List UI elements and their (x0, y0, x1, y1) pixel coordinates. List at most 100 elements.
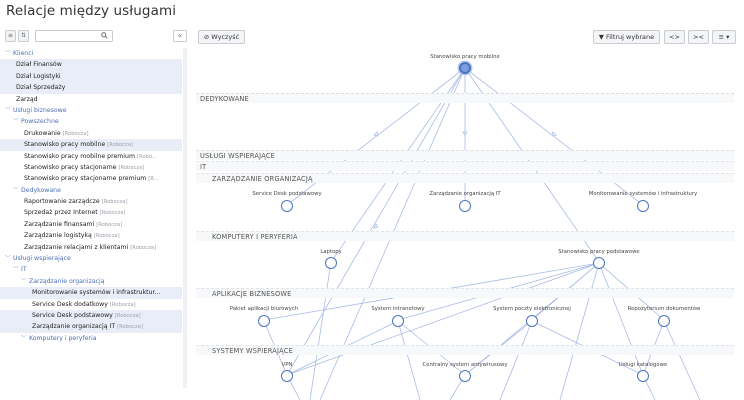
tree-item-label: Raportowanie zarządcze (24, 198, 100, 206)
tree-item-drukowanie[interactable]: Drukowanie [Robocza] (0, 128, 182, 139)
tree-item-relacje[interactable]: Zarządzanie relacjami z klientami [Roboc… (0, 242, 182, 253)
tree-item-klienci[interactable]: ﹀Klienci (0, 48, 182, 59)
tree-item-label: Stanowisko pracy stacjonarne premium (24, 175, 147, 183)
tree-item-service-desk-podstawowy[interactable]: Service Desk podstawowy [Robocza] (0, 309, 182, 322)
tree-item-dzial-finansow[interactable]: Dział Finansów (0, 59, 182, 71)
node-label: VPN (281, 362, 293, 368)
band-it: IT (196, 161, 734, 171)
collapse-sidebar-button[interactable]: « (173, 30, 187, 42)
collapse-button[interactable]: >< (688, 30, 709, 44)
node-label: Centralny system antywirusowy (422, 362, 508, 368)
tree-item-label: Stanowisko pracy mobilne (24, 141, 106, 149)
tree-item-logistyka[interactable]: Zarządzanie logistyką [Robocza] (0, 230, 182, 241)
tree-item-monitorowanie[interactable]: Monitorowanie systemów i infrastruktur..… (0, 287, 182, 299)
tree-item-label: Sprzedaż przez Internet (24, 209, 98, 217)
tree-item-dedykowane[interactable]: ﹀Dedykowane (0, 185, 182, 196)
tree-item-label: Dedykowane (21, 186, 61, 194)
tree-item-stanowisko-mobilne[interactable]: Stanowisko pracy mobilne [Robocza] (0, 139, 182, 151)
status-badge: [Robocza] (117, 324, 143, 331)
tree-item-label: Usługi wspierające (13, 255, 71, 263)
tree-item-sprzedaz[interactable]: Sprzedaż przez Internet [Robocza] (0, 207, 182, 218)
band-aplikacje: APLIKACJE BIZNESOWE (196, 288, 734, 298)
node-label: System poczty elektronicznej (493, 306, 571, 312)
tree-item-uslugi-wspierajace[interactable]: ﹀Usługi wspierające (0, 253, 182, 264)
tree-item-it[interactable]: ﹀IT (0, 264, 182, 275)
tree-item-stanowisko-stacjonarne[interactable]: Stanowisko pracy stacjonarne [Robocza] (0, 162, 182, 173)
node-stanowisko-mobilne[interactable] (459, 62, 471, 74)
tree-item-stanowisko-mobilne-premium[interactable]: Stanowisko pracy mobilne premium [Robo..… (0, 151, 182, 162)
band-zarzadzanie-organizacja: ZARZĄDZANIE ORGANIZACJĄ (196, 173, 734, 183)
expand-all-button[interactable]: ≡ (5, 30, 16, 42)
clear-button[interactable]: ⊘ Wyczyść (198, 30, 245, 44)
tree-item-label: Usługi biznesowe (13, 106, 67, 114)
tree-item-label: Zarządzanie logistyką (24, 232, 92, 240)
chevron-down-icon[interactable]: ﹀ (5, 256, 11, 263)
expand-button[interactable]: <> (664, 30, 685, 44)
chevron-down-icon[interactable]: ﹀ (21, 335, 27, 342)
node-label: Monitorowanie systemów i infrastruktury (588, 191, 698, 197)
sidebar-scrollbar[interactable] (183, 48, 187, 388)
tree-item-service-desk-dodatkowy[interactable]: Service Desk dodatkowy [Robocza] (0, 299, 182, 310)
node-pakiet-aplikacji[interactable] (258, 315, 270, 327)
tree-item-label: Zarząd (16, 95, 38, 103)
node-repozytorium[interactable] (658, 315, 670, 327)
tree-item-uslugi-biznesowe[interactable]: ﹀Usługi biznesowe (0, 105, 182, 116)
node-poczta[interactable] (526, 315, 538, 327)
node-label: Zarządzanie organizacją IT (429, 191, 501, 197)
status-badge: [R... (148, 176, 159, 183)
tree-item-label: Dział Finansów (16, 61, 62, 69)
chevron-down-icon[interactable]: ﹀ (21, 278, 27, 285)
node-stanowisko-podstawowe[interactable] (593, 257, 605, 269)
node-uslugi-katalogowe[interactable] (637, 370, 649, 382)
sidebar-toolbar: ≡ ⇅ « (5, 30, 187, 43)
tree-item-label: Dział Sprzedaży (16, 84, 66, 92)
node-label: System intranetowy (371, 306, 425, 312)
sort-button[interactable]: ⇅ (18, 30, 29, 42)
node-zarzadzanie-organizacja-it[interactable] (459, 200, 471, 212)
node-system-intranetowy[interactable] (392, 315, 404, 327)
node-laptopy[interactable] (325, 257, 337, 269)
node-label: Pakiet aplikacji biurowych (229, 306, 299, 312)
node-label: Stanowisko pracy podstawowe (558, 249, 640, 255)
status-badge: [Robocza] (99, 210, 126, 217)
chevron-down-icon[interactable]: ﹀ (13, 267, 19, 274)
tree-item-zarzadzanie-organizacja-it[interactable]: Zarządzanie organizacją IT [Robocza] (0, 321, 182, 333)
tree-item-label: Service Desk dodatkowy (32, 300, 108, 308)
tree-item-label: Zarządzanie organizacją IT (32, 323, 116, 331)
tree-item-stanowisko-stacjonarne-premium[interactable]: Stanowisko pracy stacjonarne premium [R.… (0, 173, 182, 184)
node-vpn[interactable] (281, 370, 293, 382)
status-badge: [Robocza] (107, 142, 133, 149)
tree-search-input[interactable] (35, 30, 113, 42)
tree-item-label: IT (21, 266, 27, 274)
chevron-down-icon[interactable]: ﹀ (13, 119, 19, 126)
filter-selected-button[interactable]: ▼ Filtruj wybrane (593, 30, 660, 44)
tree-item-label: Monitorowanie systemów i infrastruktur..… (32, 289, 161, 297)
tree-item-komputery[interactable]: ﹀Komputery i peryferia (0, 333, 182, 344)
band-uslugi-wspierajace: USŁUGI WSPIERAJĄCE (196, 150, 734, 160)
tree-item-zarzadzanie-organizacja[interactable]: ﹀Zarządzanie organizacją (0, 276, 182, 287)
menu-button[interactable]: ≡ ▾ (712, 30, 736, 44)
tree-item-zarzad[interactable]: Zarząd (0, 94, 182, 105)
status-badge: [Robocza] (93, 233, 120, 240)
tree-item-powszechne[interactable]: ﹀Powszechne (0, 116, 182, 127)
node-label: Laptopy (320, 249, 342, 255)
tree-item-label: Klienci (13, 50, 34, 57)
tree-item-dzial-logistyki[interactable]: Dział Logistyki (0, 70, 182, 83)
tree-item-finanse[interactable]: Zarządzanie finansami [Robocza] (0, 219, 182, 230)
node-label: Stanowisko pracy mobilne (430, 54, 500, 60)
status-badge: [Robocza] (96, 221, 123, 228)
chevron-down-icon[interactable]: ﹀ (13, 187, 19, 194)
tree-item-label: Komputery i peryferia (29, 334, 97, 342)
page-title: Relacje między usługami (6, 3, 177, 19)
node-antywirus[interactable] (459, 370, 471, 382)
tree-item-label: Stanowisko pracy mobilne premium (24, 152, 135, 160)
node-service-desk-podstawowy[interactable] (281, 200, 293, 212)
chevron-down-icon[interactable]: ﹀ (5, 51, 11, 57)
tree-item-label: Zarządzanie relacjami z klientami (24, 243, 129, 251)
tree-item-label: Dział Logistyki (16, 72, 61, 80)
tree-item-raportowanie[interactable]: Raportowanie zarządcze [Robocza] (0, 196, 182, 207)
status-badge: [Robocza] (62, 130, 89, 137)
chevron-down-icon[interactable]: ﹀ (5, 107, 11, 114)
node-monitorowanie[interactable] (637, 200, 649, 212)
tree-item-dzial-sprzedazy[interactable]: Dział Sprzedaży (0, 82, 182, 94)
